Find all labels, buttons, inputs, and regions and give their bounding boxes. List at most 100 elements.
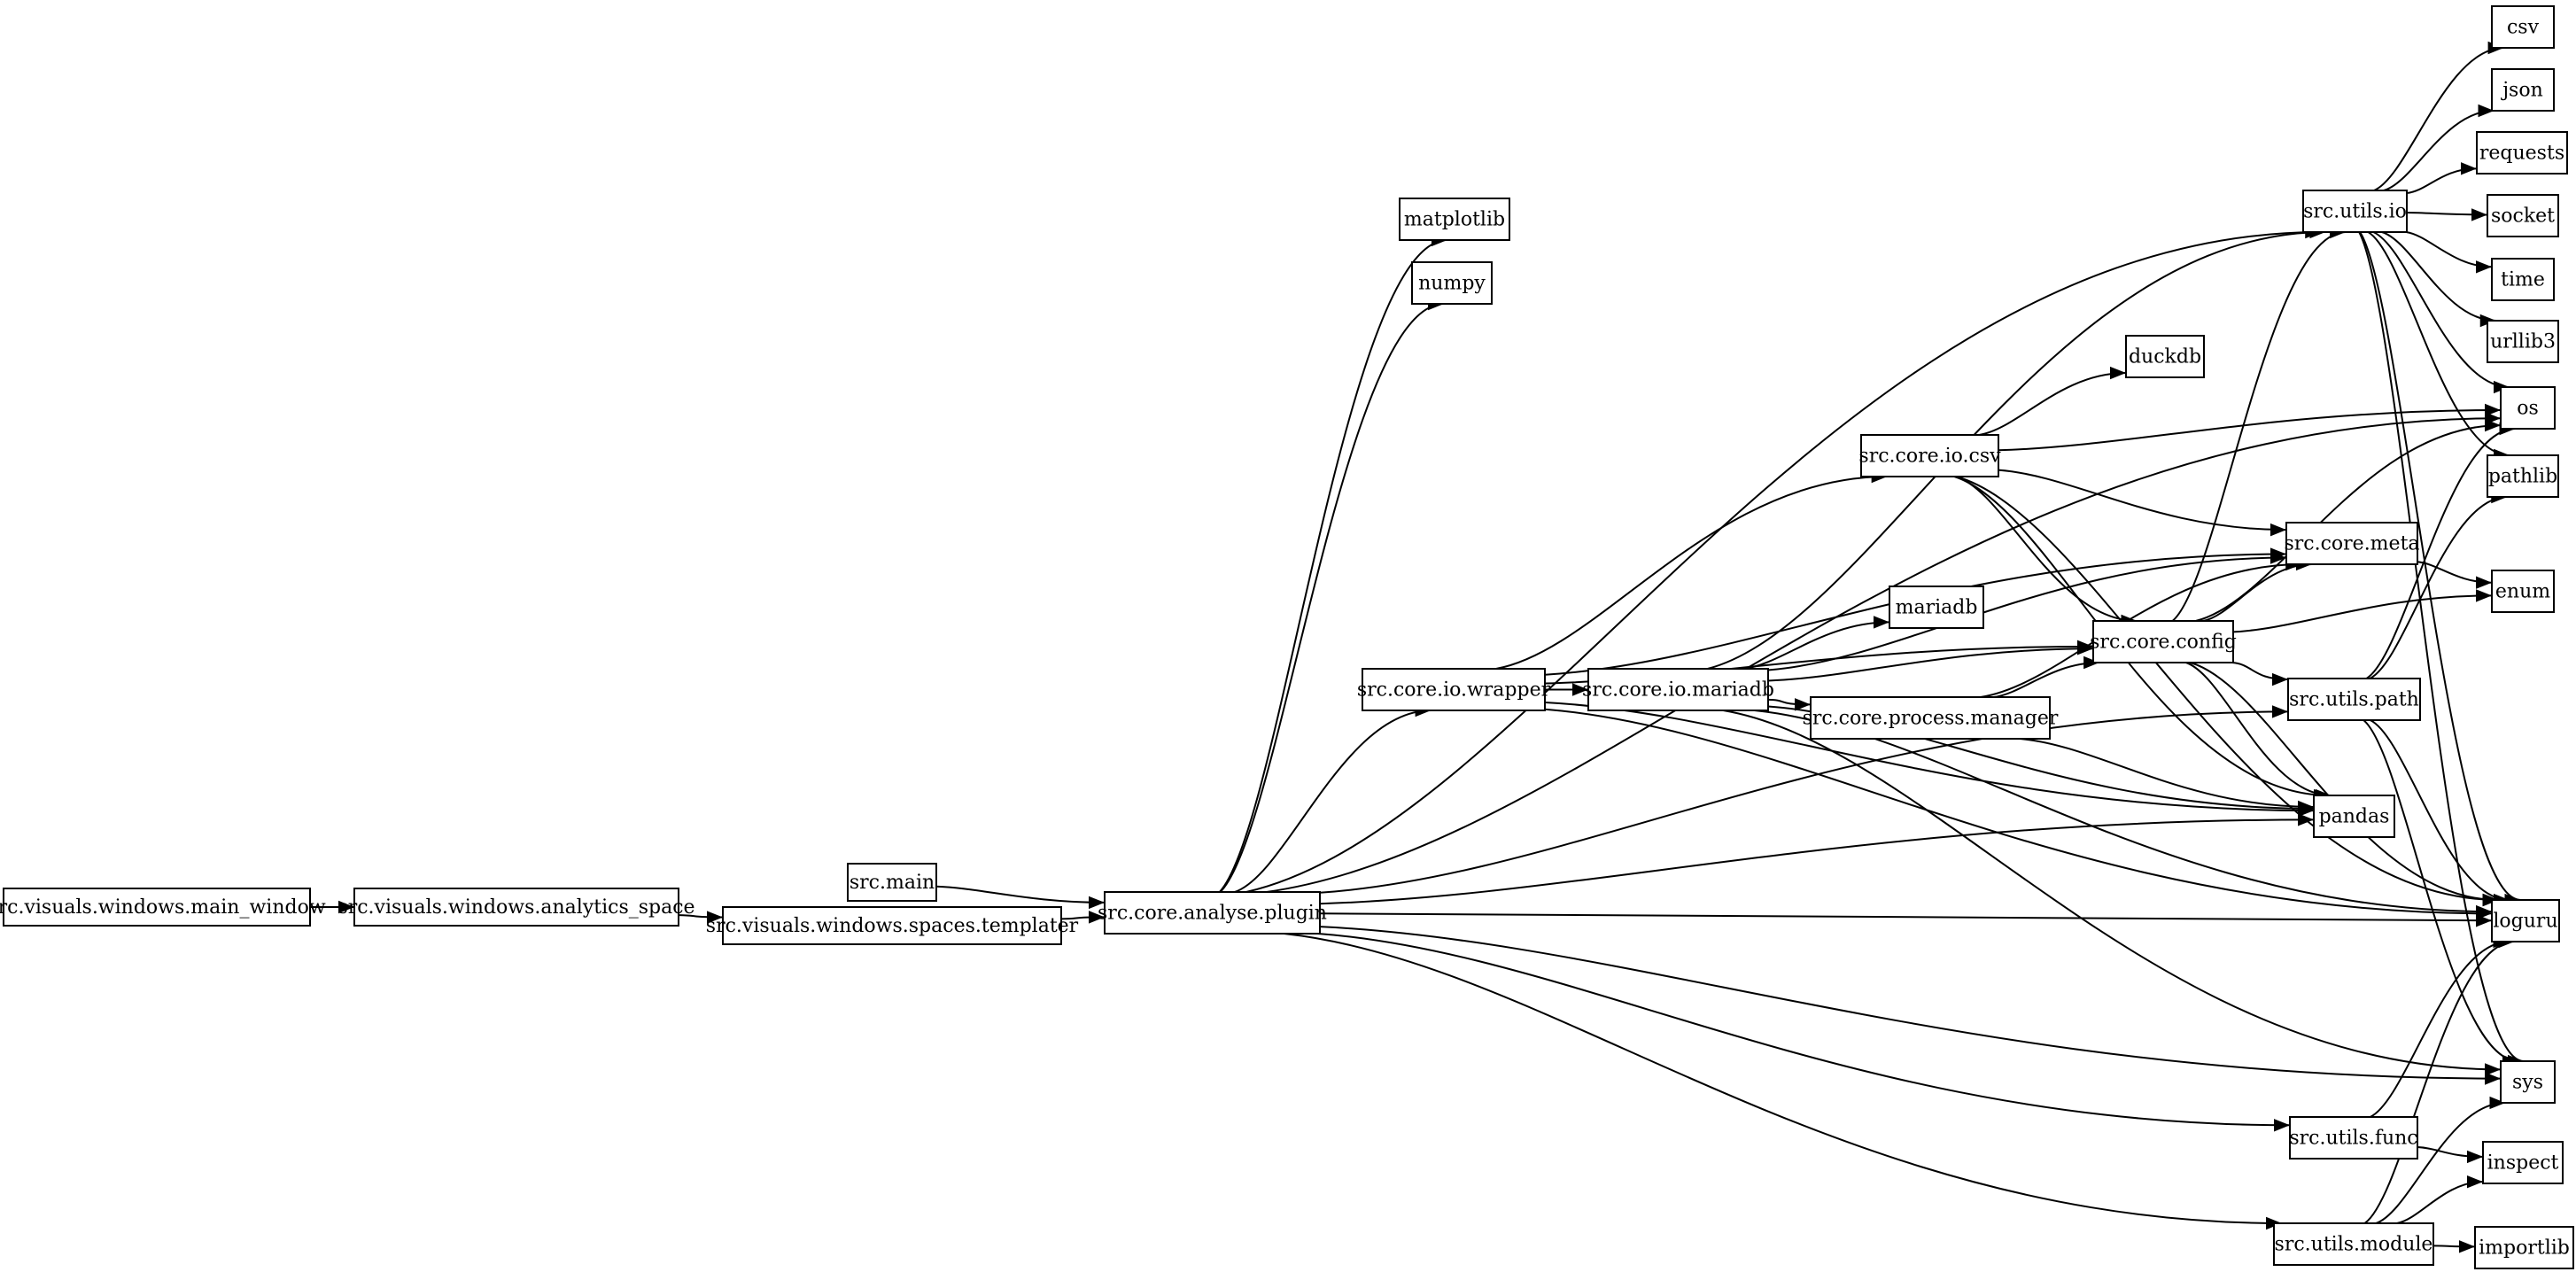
edge-utils-io-to-socket (2406, 208, 2488, 221)
node-io-wrapper: src.core.io.wrapper (1357, 668, 1551, 711)
node-box (353, 888, 679, 927)
node-label: matplotlib (1404, 209, 1505, 231)
node-box (2125, 335, 2205, 378)
node-label: src.utils.module (2275, 1234, 2433, 1256)
edge-utils-func-to-loguru (2370, 935, 2510, 1118)
node-box (2487, 320, 2559, 363)
node-utils-path: src.utils.path (2287, 678, 2421, 721)
node-label: csv (2507, 17, 2540, 39)
node-utils-func: src.utils.func (2289, 1116, 2418, 1160)
node-box (2482, 1141, 2564, 1184)
node-label: src.visuals.windows.spaces.templater (706, 915, 1079, 937)
edge-io-wrapper-to-pandas (1544, 701, 2315, 818)
node-box (2302, 190, 2408, 233)
edge-core-config-to-core-meta (2202, 557, 2312, 622)
node-requests: requests (2476, 131, 2568, 175)
edge-io-csv-to-core-meta (1998, 469, 2287, 537)
node-utils-io: src.utils.io (2302, 190, 2408, 233)
node-label: inspect (2487, 1152, 2559, 1175)
node-label: urllib3 (2490, 331, 2556, 353)
edge-core-config-to-os (2195, 418, 2502, 622)
edge-analyse-plugin-to-numpy (1219, 297, 1445, 893)
node-templater: src.visuals.windows.spaces.templater (706, 906, 1079, 945)
node-importlib: importlib (2474, 1226, 2574, 1269)
edge-io-wrapper-to-io-csv (1495, 469, 1888, 670)
node-loguru: loguru (2491, 899, 2560, 942)
edge-analyse-plugin-to-matplotlib (1218, 233, 1447, 893)
edge-analyse-plugin-to-utils-module (1284, 933, 2283, 1230)
edges (309, 41, 2524, 1253)
edge-analyse-plugin-to-utils-io (1245, 225, 2322, 893)
edge-analyse-plugin-to-utils-path (1319, 705, 2289, 894)
node-duckdb: duckdb (2125, 335, 2205, 378)
node-box (2500, 1060, 2556, 1104)
edge-io-csv-to-core-config (1955, 476, 2138, 628)
edge-utils-io-to-time (2406, 231, 2493, 274)
edge-core-config-to-enum (2232, 589, 2493, 633)
edge-process-manager-to-pandas (2020, 738, 2315, 814)
node-label: socket (2491, 206, 2555, 228)
node-label: src.visuals.windows.analytics_space (338, 896, 694, 919)
node-label: os (2517, 398, 2539, 420)
edge-analyse-plugin-to-io-wrapper (1234, 703, 1432, 893)
node-analytics-space: src.visuals.windows.analytics_space (338, 888, 695, 927)
node-box (2285, 522, 2418, 565)
node-box (2092, 620, 2234, 663)
edge-utils-io-to-sys (2358, 231, 2524, 1068)
node-main-window: src.visuals.windows.main_window (0, 888, 326, 927)
edge-utils-module-to-loguru (2363, 935, 2515, 1224)
node-numpy: numpy (1411, 261, 1493, 305)
edge-io-csv-to-duckdb (1979, 366, 2127, 436)
node-box (1362, 668, 1546, 711)
node-box (2474, 1226, 2574, 1269)
edge-utils-io-to-urllib3 (2381, 231, 2496, 328)
node-urllib3: urllib3 (2487, 320, 2559, 363)
node-box (2491, 5, 2555, 49)
node-label: src.visuals.windows.main_window (0, 896, 326, 919)
edge-utils-io-to-csv (2373, 41, 2504, 191)
edge-io-wrapper-to-core-meta (1544, 547, 2287, 676)
node-label: enum (2495, 581, 2550, 603)
node-box (2491, 570, 2555, 613)
node-box (1860, 434, 1999, 477)
node-io-mariadb: src.core.io.mariadb (1582, 668, 1774, 711)
node-box (1399, 198, 1510, 241)
node-label: pandas (2319, 806, 2390, 828)
node-box (1587, 668, 1769, 711)
edge-utils-path-to-os (2365, 422, 2516, 679)
edge-io-mariadb-to-process-manager (1767, 698, 1812, 711)
edge-analyse-plugin-to-utils-func (1317, 933, 2291, 1132)
node-label: src.core.process.manager (1803, 708, 2059, 730)
node-box (1411, 261, 1493, 305)
node-box (2487, 454, 2559, 498)
node-box (722, 906, 1062, 945)
node-label: src.core.io.csv (1858, 446, 2001, 468)
node-box (1889, 586, 1984, 629)
node-box (1104, 891, 1321, 935)
node-label: src.utils.func (2289, 1128, 2417, 1150)
edge-io-csv-to-os (1998, 403, 2502, 452)
node-label: importlib (2479, 1237, 2570, 1260)
node-pathlib: pathlib (2487, 454, 2559, 498)
node-box (847, 863, 937, 902)
edge-core-config-to-utils-path (2231, 662, 2289, 686)
edge-utils-module-to-inspect (2396, 1175, 2484, 1224)
node-mariadb: mariadb (1889, 586, 1984, 629)
node-label: src.utils.path (2289, 689, 2419, 711)
node-box (2476, 131, 2568, 175)
edge-io-mariadb-to-core-config (1767, 642, 2094, 682)
edge-utils-io-to-os (2372, 231, 2510, 394)
edge-analytics-space-to-templater (678, 911, 724, 924)
node-core-config: src.core.config (2090, 620, 2237, 663)
node-label: pathlib (2488, 466, 2557, 488)
edge-core-meta-to-enum (2417, 561, 2493, 589)
edge-utils-io-to-requests (2406, 162, 2478, 195)
edge-utils-module-to-sys (2375, 1096, 2506, 1224)
node-label: src.utils.io (2303, 201, 2407, 223)
node-inspect: inspect (2482, 1141, 2564, 1184)
node-box (2487, 194, 2559, 237)
node-sys: sys (2500, 1060, 2556, 1104)
edge-utils-func-to-inspect (2417, 1146, 2484, 1164)
edge-utils-path-to-pathlib (2369, 490, 2508, 679)
